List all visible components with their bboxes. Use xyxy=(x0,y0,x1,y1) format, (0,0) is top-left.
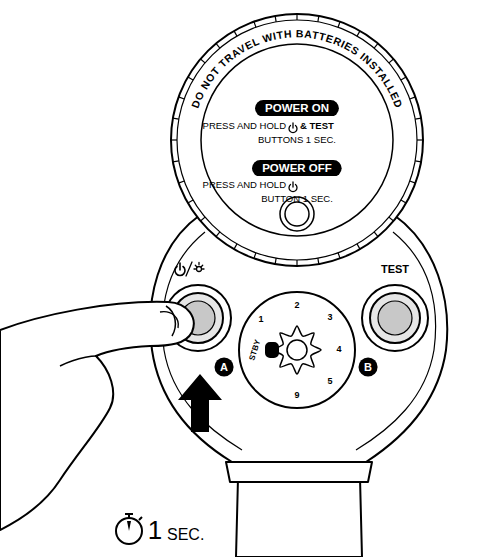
knurl-tick xyxy=(173,118,179,119)
label-text: 1 xyxy=(258,315,263,325)
power-icon xyxy=(175,263,185,276)
knurl-tick xyxy=(296,14,297,20)
knurl-tick xyxy=(389,59,394,63)
label-text: 3 xyxy=(327,313,332,323)
dial-ring xyxy=(239,292,355,408)
badge-text: POWER ON xyxy=(255,102,339,115)
button-boss xyxy=(362,285,428,351)
knurl-tick xyxy=(417,139,423,140)
label-text: & TEST xyxy=(300,121,334,131)
knurl-tick xyxy=(415,161,421,162)
knurl-tick xyxy=(275,16,276,22)
label-text: PRESS AND HOLD xyxy=(203,121,286,131)
label-text: BUTTONS 1 SEC. xyxy=(258,135,336,145)
callout-disc xyxy=(214,357,233,376)
badge-shape xyxy=(255,100,339,117)
light-icon-rays xyxy=(194,263,204,270)
light-icon xyxy=(197,267,202,272)
test-button-top xyxy=(378,301,412,335)
dial-knob xyxy=(287,340,307,360)
badge-shape xyxy=(252,160,342,177)
knurl-tick xyxy=(401,77,406,80)
callout-disc xyxy=(358,357,377,376)
label-text: SEC. xyxy=(167,526,204,544)
knurl-tick xyxy=(415,118,421,119)
cap-face xyxy=(201,44,393,236)
callout-letter: B xyxy=(358,361,378,373)
dial-star-outline xyxy=(273,326,321,374)
knurl-tick xyxy=(216,43,220,48)
callout-circle: B xyxy=(358,357,378,377)
knurl-tick xyxy=(389,217,394,221)
label-text: 1 xyxy=(148,516,162,545)
knurl-tick xyxy=(216,232,220,237)
knurl-tick xyxy=(338,253,340,259)
knurl-tick xyxy=(234,244,237,249)
knurl-tick xyxy=(200,59,205,63)
finger-crease xyxy=(60,306,175,366)
ring-knurl xyxy=(171,14,423,266)
knurl-tick xyxy=(410,97,416,99)
dial-star xyxy=(273,326,321,374)
knurl-tick xyxy=(234,31,237,36)
knurl-tick xyxy=(374,43,378,48)
knurl-tick xyxy=(410,181,416,183)
power-icon xyxy=(289,182,297,192)
knurl-tick xyxy=(318,258,319,264)
label-text: 5 xyxy=(327,377,332,387)
warning-text: DO NOT TRAVEL WITH BATTERIES INSTALLED xyxy=(189,27,406,109)
label-text: 9 xyxy=(294,391,299,401)
knurl-tick xyxy=(357,31,360,36)
warning-text: DO NOT TRAVEL WITH BATTERIES INSTALLED xyxy=(189,27,406,109)
pressing-hand xyxy=(0,302,194,530)
stby-tab xyxy=(266,343,278,357)
label-text: TEST xyxy=(381,263,409,275)
cap-small-knob-inner xyxy=(285,202,309,226)
label-text: PRESS AND HOLD xyxy=(203,180,286,190)
knurl-tick xyxy=(296,260,297,266)
label-text: 4 xyxy=(336,345,341,355)
knurl-tick xyxy=(179,97,185,99)
label-text: 2 xyxy=(294,301,299,311)
cap-outer-ring xyxy=(171,14,423,266)
instruction-badge: POWER OFF xyxy=(252,160,342,177)
knurl-tick xyxy=(318,16,319,22)
knurl-tick xyxy=(401,200,406,203)
knurl-tick xyxy=(374,232,378,237)
test-button xyxy=(370,293,420,343)
knurl-tick xyxy=(171,139,177,140)
knurl-tick xyxy=(200,217,205,221)
callout-circle: A xyxy=(214,357,234,377)
knurl-tick xyxy=(338,22,340,28)
knurl-tick xyxy=(188,200,193,203)
knurl-tick xyxy=(254,22,256,28)
housing-inner-line xyxy=(356,232,436,450)
cap-text-ring xyxy=(177,20,417,260)
power-icon xyxy=(289,123,297,133)
device-stem xyxy=(236,478,362,557)
knurl-tick xyxy=(179,181,185,183)
knurl-tick xyxy=(357,244,360,249)
knurl-tick xyxy=(173,161,179,162)
stopwatch-crown xyxy=(125,514,142,520)
knurl-tick xyxy=(254,253,256,259)
knurl-tick xyxy=(275,258,276,264)
fingernail xyxy=(160,312,178,328)
press-arrow xyxy=(178,374,222,432)
knurl-tick xyxy=(188,77,193,80)
callout-letter: A xyxy=(214,361,234,373)
stopwatch-icon xyxy=(116,518,142,544)
instruction-badge: POWER ON xyxy=(255,100,339,117)
badge-text: POWER OFF xyxy=(252,162,342,175)
stem-flange xyxy=(226,462,372,482)
slash-mark xyxy=(186,262,192,276)
stopwatch-hand xyxy=(127,521,131,531)
label-text: BUTTON 1 SEC. xyxy=(261,194,333,204)
